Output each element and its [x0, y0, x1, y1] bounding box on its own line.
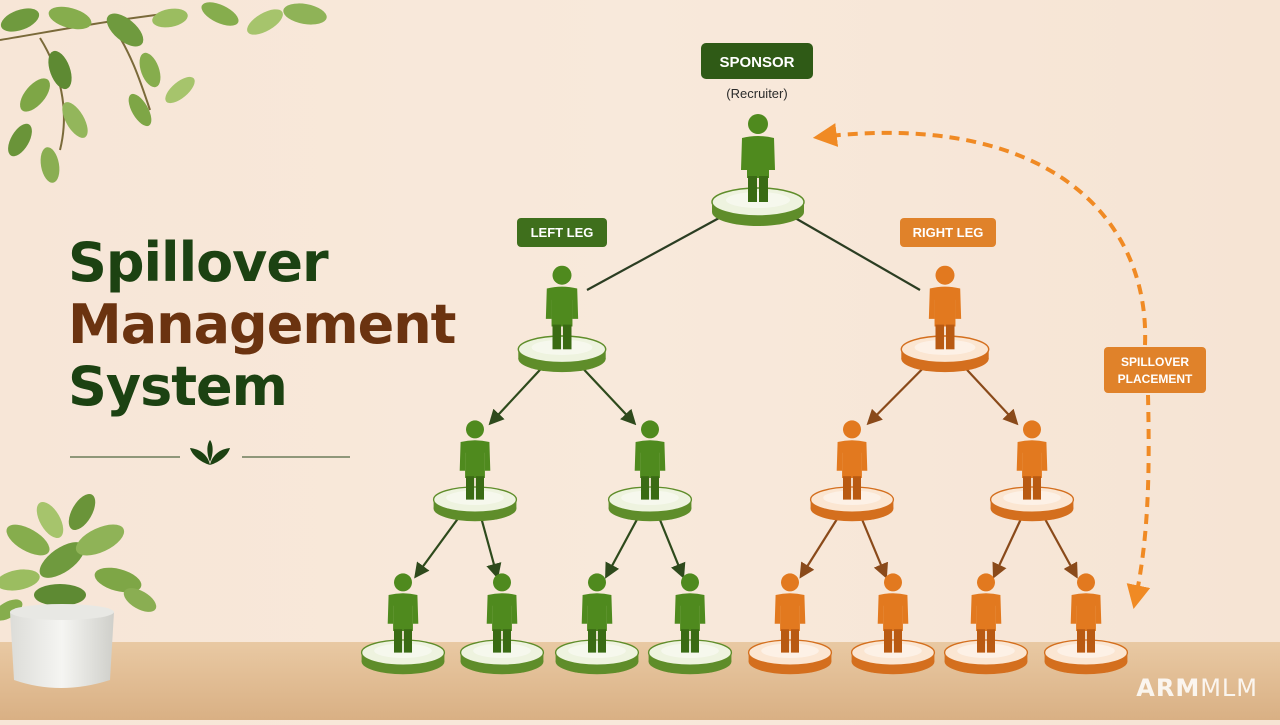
- node-right-3c: [943, 573, 1029, 675]
- spillover-placement-badge: SPILLOVER PLACEMENT: [1104, 347, 1206, 393]
- left-leg-badge: LEFT LEG: [517, 218, 607, 247]
- title-line-2: Management: [68, 293, 456, 356]
- node-right-2a: [809, 420, 895, 522]
- edge-sponsor-to-right-1: [791, 215, 921, 291]
- node-left-3b: [459, 573, 545, 675]
- diagram-nodes: [360, 114, 1129, 675]
- watermark-bold: ARM: [1136, 674, 1201, 702]
- node-left-2a: [432, 420, 518, 522]
- spillover-label-line2: PLACEMENT: [1118, 372, 1193, 386]
- edge-right-2a-to-right-3a: [799, 512, 842, 579]
- foliage-decoration: [0, 2, 327, 183]
- spillover-label-line1: SPILLOVER: [1121, 355, 1189, 369]
- edge-left-2a-to-left-3b: [478, 512, 502, 579]
- edge-left-2a-to-left-3a: [414, 512, 463, 579]
- spillover-down-arrow: [1126, 394, 1151, 610]
- recruiter-label: (Recruiter): [726, 86, 787, 101]
- node-left-1: [517, 265, 607, 373]
- sponsor-label: SPONSOR: [719, 54, 794, 71]
- edge-right-2b-to-right-3d: [1040, 512, 1078, 579]
- node-left-3d: [647, 573, 733, 675]
- sprout-icon: [190, 440, 230, 465]
- right-leg-badge: RIGHT LEG: [900, 218, 996, 247]
- edge-left-1-to-left-2b: [577, 362, 637, 426]
- watermark-logo: ARMMLM: [1136, 674, 1258, 702]
- node-right-3d: [1043, 573, 1129, 675]
- sponsor-badge: SPONSOR: [701, 43, 813, 79]
- title-line-1: Spillover: [68, 231, 329, 294]
- node-right-1: [900, 265, 990, 373]
- watermark-thin: MLM: [1200, 674, 1258, 702]
- node-left-2b: [607, 420, 693, 522]
- edge-left-2b-to-left-3c: [605, 512, 642, 579]
- node-left-3c: [554, 573, 640, 675]
- node-right-3a: [747, 573, 833, 675]
- right-leg-label: RIGHT LEG: [913, 225, 984, 240]
- page-title: Spillover Management System: [68, 232, 456, 418]
- edge-sponsor-to-left-1: [586, 215, 724, 291]
- node-right-3b: [850, 573, 936, 675]
- node-right-2b: [989, 420, 1075, 522]
- edge-right-2b-to-right-3c: [992, 512, 1025, 579]
- spillover-arrow: [812, 123, 1148, 346]
- potted-plant-decoration: [0, 493, 157, 688]
- left-leg-label: LEFT LEG: [531, 225, 594, 240]
- node-left-3a: [360, 573, 446, 675]
- node-sponsor: [711, 114, 805, 226]
- title-line-3: System: [68, 355, 288, 418]
- edge-left-2b-to-left-3d: [656, 512, 686, 579]
- edge-right-1-to-right-2a: [866, 362, 930, 426]
- edge-right-1-to-right-2b: [959, 362, 1019, 426]
- edge-left-1-to-left-2a: [488, 362, 548, 426]
- edge-right-2a-to-right-3b: [858, 512, 888, 579]
- diagram-edges: [414, 215, 1078, 579]
